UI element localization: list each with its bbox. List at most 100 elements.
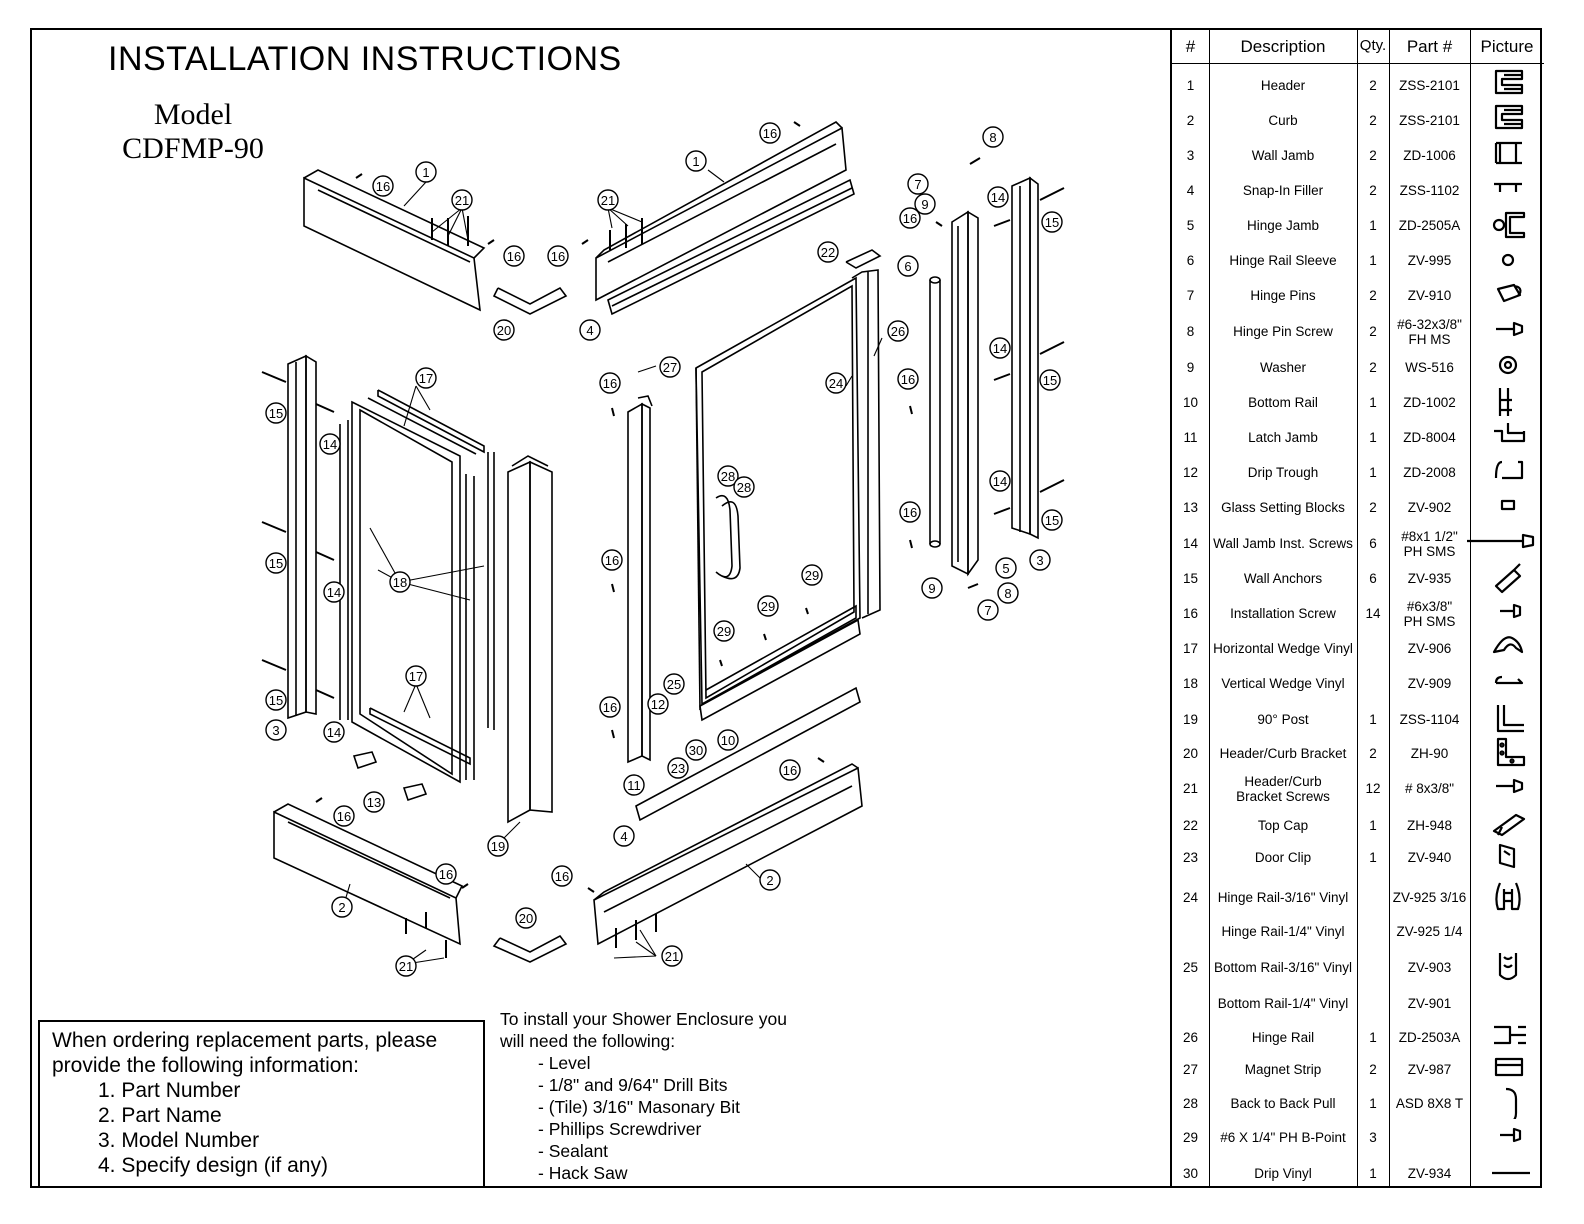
short-screw-icon <box>1500 603 1522 619</box>
row-part-number: ZV-934 <box>1407 1166 1452 1181</box>
row-qty: 1 <box>1369 253 1377 268</box>
row-number: 21 <box>1182 781 1199 796</box>
row-number: 26 <box>1182 1030 1199 1045</box>
block-icon <box>1500 499 1516 511</box>
callout-2: 2 <box>331 896 353 918</box>
callout-16: 16 <box>599 372 621 394</box>
row-description: Curb <box>1268 113 1298 128</box>
callout-20: 20 <box>493 319 515 341</box>
svg-text:15: 15 <box>269 556 283 571</box>
row-qty: 1 <box>1369 850 1377 865</box>
callout-14: 14 <box>987 186 1009 208</box>
row-qty: 2 <box>1369 288 1377 303</box>
row-number: 14 <box>1182 536 1199 551</box>
callout-1: 1 <box>415 161 437 183</box>
tool-item: - 1/8" and 9/64" Drill Bits <box>538 1075 728 1095</box>
bracket-screw-icon <box>1496 778 1524 794</box>
svg-text:19: 19 <box>491 839 505 854</box>
row-part-number: ZSS-2101 <box>1399 113 1460 128</box>
callout-16: 16 <box>899 501 921 523</box>
row-part-number: ZD-1002 <box>1403 395 1456 410</box>
row-description: Drip Trough <box>1247 465 1319 480</box>
row-part-number: ZV-925 3/16 <box>1392 890 1467 905</box>
drip-vinyl-icon <box>1492 1171 1530 1175</box>
model-number: CDFMP-90 <box>122 132 264 165</box>
header-profile-icon <box>1494 69 1524 95</box>
row-description: 90° Post <box>1257 712 1309 727</box>
callout-18: 18 <box>389 571 411 593</box>
callout-17: 17 <box>415 367 437 389</box>
row-part-number: ZD-2505A <box>1398 218 1461 233</box>
svg-text:11: 11 <box>627 778 641 793</box>
row-description: Header/Curb Bracket <box>1219 746 1347 761</box>
row-part-number: ZH-90 <box>1410 746 1449 761</box>
callout-29: 29 <box>757 595 779 617</box>
row-qty: 6 <box>1369 571 1377 586</box>
door-panel <box>695 269 881 711</box>
svg-text:16: 16 <box>901 372 915 387</box>
tool-item: - Sealant <box>538 1141 609 1161</box>
row-part-number: #6-32x3/8"FH MS <box>1397 317 1462 347</box>
row-number: 17 <box>1182 641 1199 656</box>
row-part-number: ZV-906 <box>1407 641 1452 656</box>
curb-profile-icon <box>1494 104 1524 130</box>
col-divider <box>1389 29 1390 1187</box>
wall-jamb-profile-icon <box>1494 141 1522 165</box>
svg-text:4: 4 <box>620 829 627 844</box>
svg-text:16: 16 <box>783 763 797 778</box>
callout-15: 15 <box>1039 369 1061 391</box>
curb-right-part <box>593 763 863 946</box>
row-number: 18 <box>1182 676 1199 691</box>
header-left-part <box>303 169 486 312</box>
row-part-number: ZSS-1104 <box>1399 712 1460 727</box>
svg-text:8: 8 <box>989 130 996 145</box>
svg-text:17: 17 <box>409 669 423 684</box>
row-part-number: ZV-935 <box>1407 571 1452 586</box>
row-part-number: ZD-1006 <box>1403 148 1456 163</box>
callout-1: 1 <box>685 150 707 172</box>
ordering-intro-1: When ordering replacement parts, please <box>52 1029 438 1052</box>
row-qty: 2 <box>1369 78 1377 93</box>
row-description: Horizontal Wedge Vinyl <box>1213 641 1353 656</box>
svg-text:7: 7 <box>914 177 921 192</box>
col-header-picture: Picture <box>1480 37 1534 56</box>
row-description: Hinge Pin Screw <box>1233 324 1333 339</box>
callout-14: 14 <box>319 433 341 455</box>
svg-text:16: 16 <box>603 700 617 715</box>
svg-text:4: 4 <box>586 323 593 338</box>
row-qty: 1 <box>1369 1096 1377 1111</box>
col-divider <box>1357 29 1358 1187</box>
row-description: Bottom Rail-1/4" Vinyl <box>1217 996 1349 1011</box>
callout-22: 22 <box>817 241 839 263</box>
svg-text:8: 8 <box>1004 586 1011 601</box>
callout-16: 16 <box>601 549 623 571</box>
svg-text:16: 16 <box>507 249 521 264</box>
row-number: 16 <box>1182 606 1199 621</box>
hinge-jamb <box>951 210 979 577</box>
svg-text:29: 29 <box>805 568 819 583</box>
row-qty: 6 <box>1369 536 1377 551</box>
setting-blocks <box>352 751 428 802</box>
row-number: 7 <box>1186 288 1195 303</box>
row-description: Magnet Strip <box>1244 1062 1322 1077</box>
svg-text:29: 29 <box>761 599 775 614</box>
row-qty: 1 <box>1369 430 1377 445</box>
svg-text:9: 9 <box>921 197 928 212</box>
callout-8: 8 <box>997 582 1019 604</box>
svg-text:14: 14 <box>327 725 341 740</box>
svg-text:14: 14 <box>993 341 1007 356</box>
row-number: 24 <box>1182 890 1199 905</box>
row-qty: 2 <box>1369 500 1377 515</box>
tool-item: - Phillips Screwdriver <box>538 1119 702 1139</box>
svg-text:1: 1 <box>422 165 429 180</box>
callout-29: 29 <box>713 620 735 642</box>
row-description: Installation Screw <box>1230 606 1336 621</box>
callout-21: 21 <box>661 945 683 967</box>
tools-intro-2: will need the following: <box>500 1031 676 1051</box>
col-divider <box>1209 29 1210 1187</box>
row-qty: 1 <box>1369 1030 1377 1045</box>
callout-2: 2 <box>759 869 781 891</box>
row-qty: 2 <box>1369 183 1377 198</box>
callout-8: 8 <box>982 126 1004 148</box>
callout-24: 24 <box>825 372 847 394</box>
